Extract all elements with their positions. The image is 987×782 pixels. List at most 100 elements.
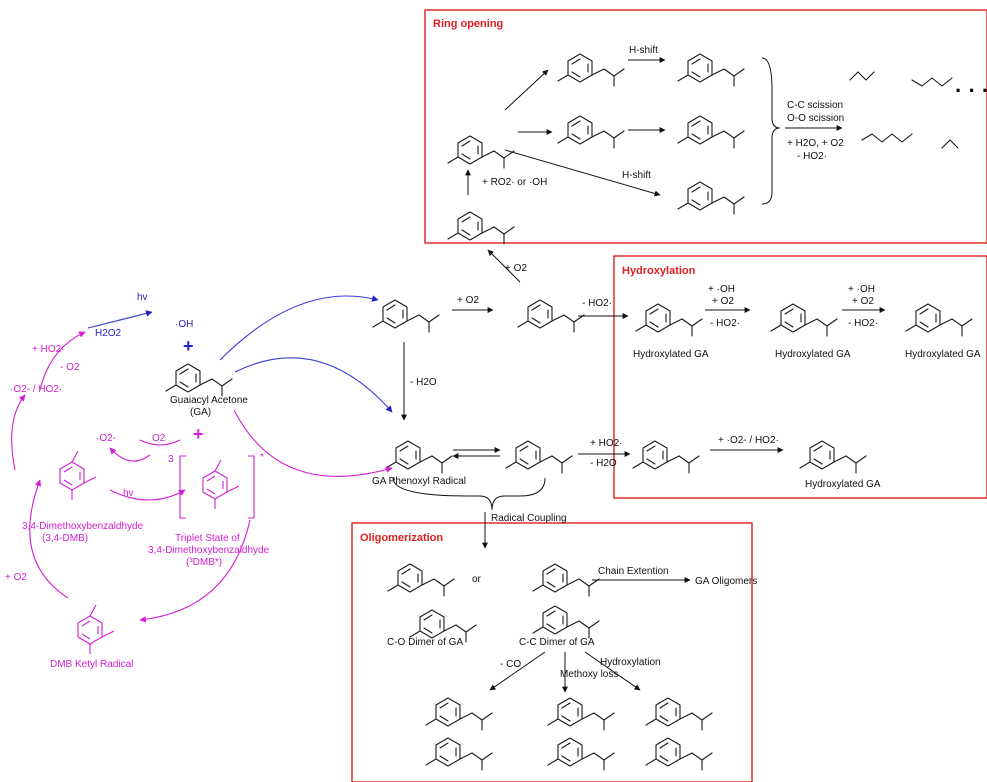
hydrox-o2-1: + O2	[712, 296, 734, 307]
hydroxylation-title: Hydroxylation	[622, 265, 696, 277]
main-arrows	[392, 249, 631, 549]
h2o-o2-label: + H2O, + O2	[787, 138, 844, 149]
hv-label: hv	[137, 292, 148, 303]
triplet-superscript: 3	[168, 454, 174, 465]
arrow-ring-down	[504, 149, 661, 197]
brace-ring	[761, 57, 781, 205]
molecule-olig-2-top	[547, 697, 615, 731]
o2-minus-label: ·O2-	[96, 433, 116, 444]
hydrox-ho2-2: - HO2·	[848, 318, 878, 329]
molecule-ring-d	[677, 115, 745, 149]
minus-h2o-2: - H2O	[590, 458, 617, 469]
oo-scission-label: O-O scission	[787, 113, 844, 124]
arrow-hv	[87, 310, 153, 329]
cc-scission-label: C-C scission	[787, 100, 843, 111]
triplet-brackets	[179, 455, 255, 519]
triplet-label-2: 3,4-Dimethoxybenzaldhyde	[148, 545, 270, 556]
triplet-label-1: Triplet State of	[175, 533, 240, 544]
ketyl-label: DMB Ketyl Radical	[50, 659, 133, 670]
hydrox-label-3: Hydroxylated GA	[905, 349, 981, 360]
molecule-phenoxyl	[385, 440, 453, 474]
ho2-plus: + HO2·	[32, 344, 65, 355]
minus-o2: - O2	[60, 362, 80, 373]
molecule-hydrox-1	[635, 303, 703, 337]
ga-oligomers-label: GA Oligomers	[695, 576, 757, 587]
olig-hydroxylation-label: Hydroxylation	[600, 657, 661, 668]
superoxide-label: ·O2- / HO2·	[10, 384, 62, 395]
molecule-olig-3-top	[645, 697, 713, 731]
star-label: *	[260, 452, 264, 463]
arrow-triplet-to-ketyl	[139, 519, 251, 623]
oh-radical-label: ·OH	[175, 319, 193, 330]
molecule-olig-1-top	[425, 697, 493, 731]
radical-coupling-label: Radical Coupling	[491, 513, 567, 524]
molecule-co-dimer-top	[387, 563, 455, 597]
arrow-ketyl-o2	[29, 479, 69, 599]
methoxy-loss-label: Methoxy loss	[560, 669, 618, 680]
arrow-superoxide-up	[39, 331, 86, 391]
arrow-ring-up	[504, 69, 549, 111]
ring-opening-box	[424, 9, 987, 244]
hydrox-label-4: Hydroxylated GA	[805, 479, 881, 490]
molecule-dmb	[59, 450, 97, 501]
ellipsis: · · ·	[955, 78, 987, 103]
oligomerization-title: Oligomerization	[360, 532, 443, 544]
ga-label: Guaiacyl Acetone	[170, 395, 248, 406]
arrow-co-loss	[489, 651, 546, 691]
molecule-ring-peroxy	[447, 211, 515, 245]
hv-2-label: hv	[123, 488, 134, 499]
molecule-ring-a	[557, 53, 625, 87]
plus-o2: + O2	[457, 295, 479, 306]
plus-o2-up: + O2	[505, 263, 527, 274]
arrow-to-ring	[487, 249, 521, 283]
plus-ho2: + HO2·	[590, 438, 623, 449]
minus-ho2-ring-label: - HO2·	[797, 151, 827, 162]
photo-arrows	[11, 295, 393, 623]
arrow-triplet-to-phenoxyl	[233, 409, 393, 477]
molecule-hydrox-3	[905, 303, 973, 337]
olig-arrows	[489, 577, 691, 693]
hydroxylation-box	[613, 255, 987, 499]
molecule-triplet-dmb	[202, 459, 240, 510]
svg-text:+: +	[183, 336, 194, 356]
molecule-ring-start	[447, 135, 515, 169]
triplet-label-3: (³DMB*)	[186, 557, 222, 568]
minus-co-label: - CO	[500, 659, 521, 670]
oligomerization-box	[351, 522, 753, 782]
molecule-ring-b	[557, 115, 625, 149]
molecule-olig-1-bottom	[425, 737, 493, 771]
arrow-oh-to-phenoxyl	[234, 357, 393, 413]
or-label: or	[472, 574, 482, 585]
molecule-ga-radical	[372, 299, 440, 333]
minus-ho2: - HO2·	[582, 298, 612, 309]
molecule-quinoid	[505, 440, 573, 474]
o2-label: O2	[152, 433, 166, 444]
molecule-ga	[165, 363, 233, 397]
arrow-oh-to-radical	[219, 295, 379, 361]
phenoxyl-radical-label: GA Phenoxyl Radical	[372, 476, 466, 487]
molecule-cc-dimer-top	[532, 563, 600, 597]
small-products	[849, 71, 959, 149]
hydrox-label-2: Hydroxylated GA	[775, 349, 851, 360]
svg-text:+: +	[193, 424, 204, 444]
arrow-o2	[139, 439, 181, 446]
molecule-ring-c	[677, 53, 745, 87]
dmb-abbr: (3,4-DMB)	[42, 533, 88, 544]
arrow-hv-triplet	[109, 489, 186, 501]
arrow-hydrox	[584, 651, 641, 691]
ga-abbr: (GA)	[190, 407, 211, 418]
molecule-hydrox-4	[799, 440, 867, 474]
minus-h2o: - H2O	[410, 377, 437, 388]
ring-opening-title: Ring opening	[433, 18, 503, 30]
cc-dimer-label: C-C Dimer of GA	[519, 637, 595, 648]
molecule-quinone	[632, 440, 700, 474]
molecule-peroxy-radical	[517, 299, 585, 333]
hydrox-oh-1: + ·OH	[708, 284, 735, 295]
h-shift-label-1: H-shift	[629, 45, 658, 56]
ring-opening-arrows	[465, 57, 843, 205]
molecule-hydrox-2	[770, 303, 838, 337]
molecule-ring-e	[677, 181, 745, 215]
h-shift-label-2: H-shift	[622, 170, 651, 181]
co-dimer-label: C-O Dimer of GA	[387, 637, 463, 648]
